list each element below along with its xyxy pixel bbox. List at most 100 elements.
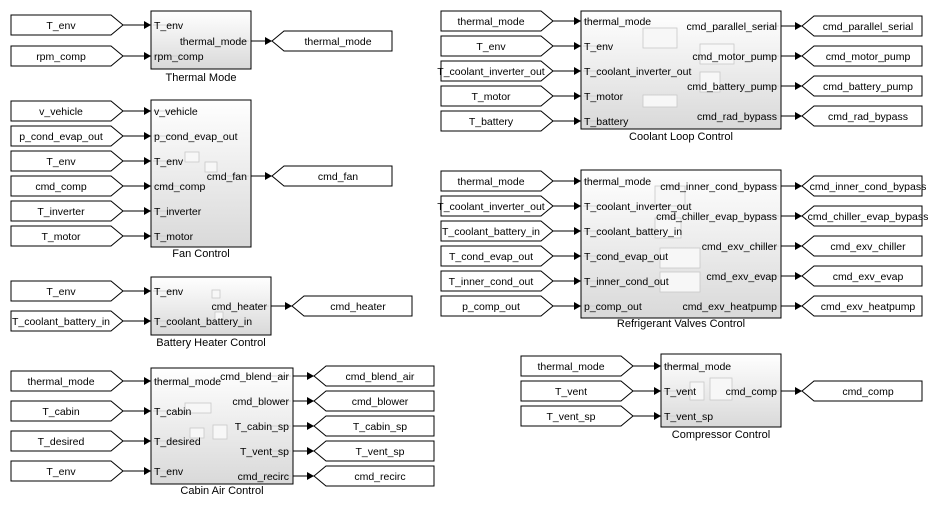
input-port-t-vent-sp: T_vent_sp — [664, 411, 713, 423]
output-port-t-cabin-sp: T_cabin_sp — [235, 421, 289, 433]
from-tag-thermal-mode-label: thermal_mode — [457, 176, 524, 188]
from-tag-thermal-mode[interactable] — [440, 10, 554, 32]
input-port-t-coolant-inverter-out: T_coolant_inverter_out — [584, 201, 691, 213]
signal-arrow — [574, 17, 581, 25]
goto-tag-cmd-recirc[interactable] — [313, 465, 435, 487]
goto-tag-cmd-comp[interactable] — [801, 380, 923, 402]
from-tag-t-cond-evap-out[interactable] — [440, 245, 554, 267]
signal-arrow — [795, 112, 802, 120]
signal-arrow — [574, 177, 581, 185]
from-tag-t-vent[interactable] — [520, 380, 634, 402]
from-tag-t-coolant-inverter-out[interactable] — [440, 60, 554, 82]
from-tag-t-motor[interactable] — [10, 225, 124, 247]
input-port-t-coolant-battery-in: T_coolant_battery_in — [154, 316, 252, 328]
goto-tag-cmd-comp-label: cmd_comp — [842, 386, 894, 398]
goto-tag-t-cabin-sp[interactable] — [313, 415, 435, 437]
input-port-t-cond-evap-out: T_cond_evap_out — [584, 251, 668, 263]
goto-tag-thermal-mode[interactable] — [271, 30, 393, 52]
from-tag-t-vent-sp-label: T_vent_sp — [546, 411, 595, 423]
goto-tag-cmd-battery-pump[interactable] — [801, 75, 923, 97]
signal-arrow — [144, 287, 151, 295]
goto-tag-cmd-motor-pump[interactable] — [801, 45, 923, 67]
output-port-cmd-blend-air: cmd_blend_air — [220, 371, 289, 383]
goto-tag-cmd-exv-evap-label: cmd_exv_evap — [833, 271, 904, 283]
signal-arrow — [144, 377, 151, 385]
compressor-control-inner-element — [709, 377, 733, 401]
cabin-air-control-inner-element — [184, 402, 212, 414]
signal-arrow — [144, 317, 151, 325]
input-port-rpm-comp: rpm_comp — [154, 51, 204, 63]
from-tag-t-coolant-battery-in-label: T_coolant_battery_in — [12, 316, 110, 328]
from-tag-thermal-mode-label: thermal_mode — [457, 16, 524, 28]
from-tag-p-cond-evap-out[interactable] — [10, 125, 124, 147]
goto-tag-cmd-blend-air[interactable] — [313, 365, 435, 387]
from-tag-t-battery[interactable] — [440, 110, 554, 132]
goto-tag-cmd-fan[interactable] — [271, 165, 393, 187]
refrigerant-valves-control-subsystem[interactable]: thermal_mode thermal_modeT_coolant_invert… — [437, 169, 928, 330]
from-tag-t-coolant-inverter-out-label: T_coolant_inverter_out — [437, 66, 544, 78]
output-port-cmd-recirc: cmd_recirc — [238, 471, 289, 483]
goto-tag-cmd-exv-chiller[interactable] — [801, 235, 923, 257]
goto-tag-cmd-exv-evap[interactable] — [801, 265, 923, 287]
from-tag-t-desired[interactable] — [10, 430, 124, 452]
from-tag-t-env[interactable] — [440, 35, 554, 57]
goto-tag-cmd-parallel-serial[interactable] — [801, 15, 923, 37]
signal-arrow — [574, 252, 581, 260]
from-tag-t-env[interactable] — [10, 14, 124, 36]
from-tag-t-env[interactable] — [10, 280, 124, 302]
goto-tag-cmd-heater[interactable] — [291, 295, 413, 317]
input-port-t-cabin: T_cabin — [154, 406, 192, 418]
from-tag-p-cond-evap-out-label: p_cond_evap_out — [19, 131, 103, 143]
from-tag-thermal-mode[interactable] — [10, 370, 124, 392]
fan-control-block[interactable] — [150, 99, 252, 248]
goto-tag-cmd-chiller-evap-bypass[interactable] — [801, 205, 923, 227]
signal-arrow — [795, 242, 802, 250]
output-port-thermal-mode: thermal_mode — [180, 36, 247, 48]
from-tag-rpm-comp[interactable] — [10, 45, 124, 67]
goto-tag-cmd-blower[interactable] — [313, 390, 435, 412]
from-tag-thermal-mode-label: thermal_mode — [27, 376, 94, 388]
output-port-cmd-exv-chiller: cmd_exv_chiller — [702, 241, 778, 253]
from-tag-t-coolant-battery-in[interactable] — [10, 310, 124, 332]
from-tag-t-env[interactable] — [10, 150, 124, 172]
from-tag-t-vent-sp[interactable] — [520, 405, 634, 427]
from-tag-t-inner-cond-out[interactable] — [440, 270, 554, 292]
signal-arrow — [574, 277, 581, 285]
from-tag-t-motor[interactable] — [440, 85, 554, 107]
from-tag-p-comp-out[interactable] — [440, 295, 554, 317]
from-tag-t-inverter[interactable] — [10, 200, 124, 222]
output-port-t-vent-sp: T_vent_sp — [240, 446, 289, 458]
input-port-thermal-mode: thermal_mode — [154, 376, 221, 388]
from-tag-thermal-mode[interactable] — [440, 170, 554, 192]
signal-arrow — [285, 302, 292, 310]
goto-tag-cmd-inner-cond-bypass[interactable] — [801, 175, 923, 197]
signal-arrow — [144, 182, 151, 190]
output-port-cmd-exv-evap: cmd_exv_evap — [706, 271, 777, 283]
from-tag-t-cabin[interactable] — [10, 400, 124, 422]
from-tag-t-vent-label: T_vent — [555, 386, 587, 398]
from-tag-v-vehicle[interactable] — [10, 100, 124, 122]
goto-tag-cmd-exv-heatpump[interactable] — [801, 295, 923, 317]
input-port-thermal-mode: thermal_mode — [584, 176, 651, 188]
from-tag-cmd-comp[interactable] — [10, 175, 124, 197]
from-tag-t-env[interactable] — [10, 460, 124, 482]
signal-arrow — [574, 227, 581, 235]
from-tag-t-coolant-battery-in[interactable] — [440, 220, 554, 242]
from-tag-t-coolant-inverter-out[interactable] — [440, 195, 554, 217]
battery-heater-control-inner-element — [211, 289, 221, 299]
thermal-mode-block[interactable] — [150, 10, 252, 70]
input-port-t-env: T_env — [154, 156, 184, 168]
goto-tag-cmd-rad-bypass-label: cmd_rad_bypass — [828, 111, 908, 123]
goto-tag-t-vent-sp[interactable] — [313, 440, 435, 462]
coolant-loop-control-block[interactable] — [580, 10, 782, 130]
goto-tag-cmd-rad-bypass[interactable] — [801, 105, 923, 127]
fan-control-title: Fan Control — [172, 248, 229, 260]
from-tag-thermal-mode[interactable] — [520, 355, 634, 377]
signal-arrow — [144, 132, 151, 140]
